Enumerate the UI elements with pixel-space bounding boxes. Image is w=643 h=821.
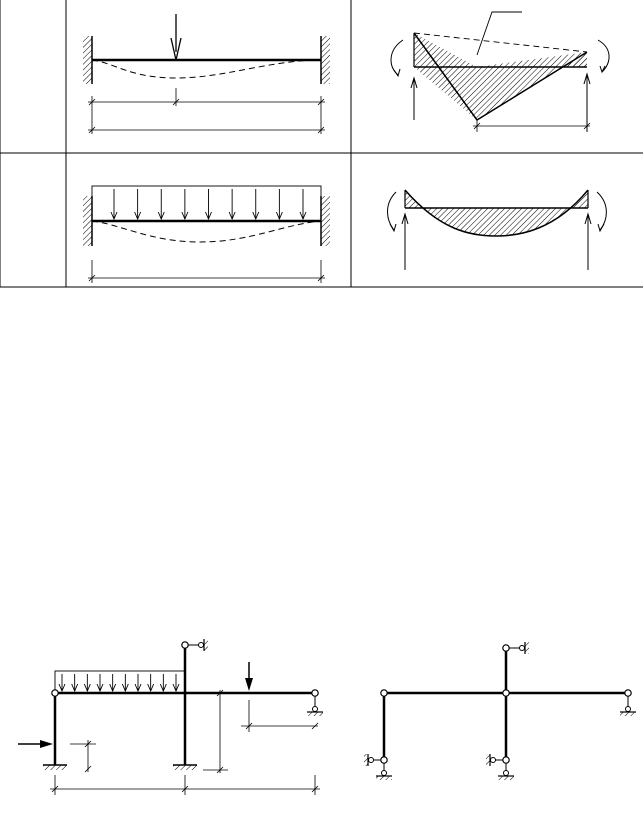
middle-base-hatch xyxy=(173,765,197,770)
frame-given-structure xyxy=(18,639,323,795)
right-support-pin xyxy=(312,706,318,712)
height-dim-ticks xyxy=(216,689,224,774)
load-height-ticks xyxy=(84,740,92,773)
left-reaction-head xyxy=(410,76,418,89)
moment-area-span xyxy=(414,52,587,120)
middle-base-vertical-hatch xyxy=(498,776,514,780)
middle-hinge xyxy=(502,689,510,697)
right-roller-joint xyxy=(311,689,319,697)
load-arrowhead xyxy=(58,683,66,693)
left-hinge xyxy=(380,689,388,697)
load-arrowhead xyxy=(83,683,91,693)
beam-point-load-scheme xyxy=(83,14,330,134)
closing-line xyxy=(413,32,588,53)
left-base-horizontal-hatch xyxy=(364,754,368,766)
span-dim-ticks xyxy=(51,785,319,793)
load-arrowhead xyxy=(181,211,189,221)
left-reaction-head xyxy=(401,212,409,225)
load-arrowhead xyxy=(299,211,307,221)
right-reaction-head xyxy=(584,212,592,225)
load-arrowhead xyxy=(134,211,142,221)
right-support-moment-arc xyxy=(597,39,610,73)
right-reaction-head xyxy=(583,72,591,85)
right-support-hatch xyxy=(620,712,636,716)
left-base-hinge xyxy=(380,756,388,764)
load-arrowhead xyxy=(71,683,79,693)
load-position-ticks xyxy=(245,722,319,730)
distributed-load-box xyxy=(91,185,322,222)
distributed-load-arrows xyxy=(58,674,180,693)
deflection-curve xyxy=(91,220,322,243)
load-arrowhead xyxy=(205,211,212,221)
moment-diagram-uniform-load xyxy=(387,189,607,270)
load-arrowhead xyxy=(159,683,167,693)
top-support-hatch xyxy=(525,642,529,654)
left-support-hatch xyxy=(83,36,92,84)
left-base-vertical-hatch xyxy=(376,776,392,780)
point-load-arrowhead xyxy=(170,37,182,61)
load-arrowhead xyxy=(275,211,283,221)
middle-base-horizontal-hatch xyxy=(486,754,490,766)
middle-base-horizontal-pin xyxy=(490,757,496,763)
middle-base-vertical-pin xyxy=(503,770,509,776)
moment-diagram-point-load xyxy=(390,11,610,132)
top-support-pin xyxy=(198,642,204,648)
left-support-hatch xyxy=(83,196,92,246)
distributed-load-arrows xyxy=(110,189,307,221)
dim-ticks xyxy=(88,98,325,134)
top-hinge xyxy=(502,644,510,652)
left-base-horizontal-pin xyxy=(368,757,374,763)
distributed-load-box xyxy=(54,670,186,694)
middle-base-hinge xyxy=(502,756,510,764)
load-arrowhead xyxy=(96,683,104,693)
right-support-pin xyxy=(625,706,631,712)
load-arrowhead xyxy=(228,211,236,221)
right-hinge xyxy=(624,689,632,697)
top-pin-support xyxy=(181,641,189,649)
diagram-dim-ticks xyxy=(473,122,591,130)
load-arrowhead xyxy=(172,683,180,693)
load-arrowhead xyxy=(110,211,118,221)
deflection-curve xyxy=(91,59,322,79)
load-arrowhead xyxy=(134,683,142,693)
moment-area-left-support xyxy=(414,33,477,67)
top-support-pin xyxy=(519,645,525,651)
point-load-arrowhead xyxy=(245,678,253,691)
parabolic-outline xyxy=(404,189,589,237)
left-support-moment-arc xyxy=(387,191,397,231)
hinge-joint xyxy=(51,689,59,697)
load-arrowhead xyxy=(252,211,260,221)
frame-basic-system xyxy=(364,642,636,780)
dim-ticks xyxy=(88,274,325,282)
left-moment-head xyxy=(393,68,401,78)
moment-area-right-support xyxy=(477,52,587,67)
load-arrowhead xyxy=(147,683,155,693)
load-arrowhead xyxy=(121,683,129,693)
horizontal-load-arrowhead xyxy=(40,740,53,748)
right-moment-head xyxy=(597,223,605,233)
moment-area xyxy=(405,190,588,236)
left-support-moment-arc xyxy=(390,39,404,76)
left-moment-head xyxy=(389,223,397,233)
leader-line xyxy=(476,11,522,56)
reference-table xyxy=(0,0,643,288)
load-arrowhead xyxy=(109,683,117,693)
left-base-vertical-pin xyxy=(381,770,387,776)
right-support-hatch xyxy=(307,712,323,716)
right-support-hatch xyxy=(321,36,330,84)
left-base-hatch xyxy=(43,765,67,770)
right-support-hatch xyxy=(321,196,330,246)
load-arrowhead xyxy=(157,211,165,221)
beam-uniform-load-scheme xyxy=(83,185,330,283)
right-moment-head xyxy=(599,65,606,74)
top-support-hatch xyxy=(204,639,208,651)
